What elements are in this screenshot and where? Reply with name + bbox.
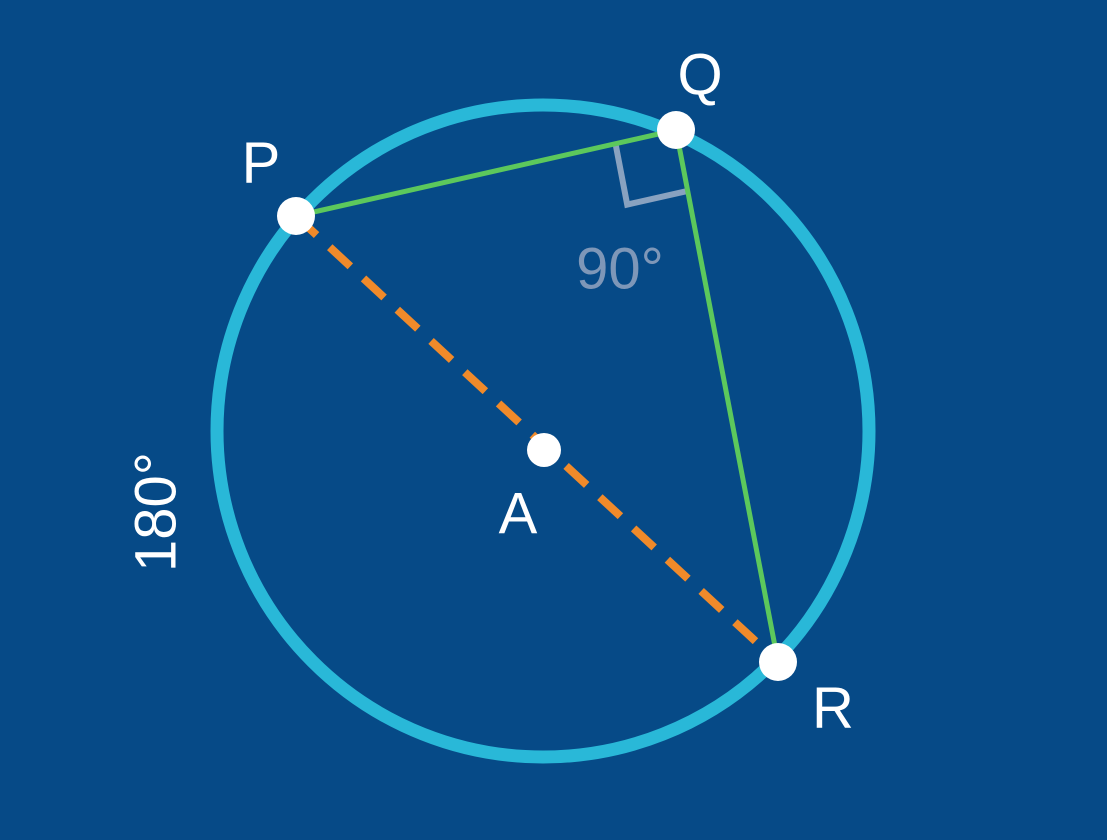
vertex-label-r: R [812, 675, 854, 740]
point-p [277, 197, 315, 235]
vertex-label-p: P [242, 130, 281, 195]
right-angle-marker-icon [612, 143, 689, 209]
point-a-center [527, 433, 561, 467]
vertex-label-q: Q [677, 42, 722, 107]
inscribed-angle-label: 90° [576, 236, 664, 301]
chord-segment-qr [673, 127, 781, 665]
point-r [759, 643, 797, 681]
point-q [657, 111, 695, 149]
circle-outline [210, 98, 876, 764]
central-angle-label: 180° [123, 452, 188, 572]
vertex-label-a: A [499, 481, 538, 546]
chord-segment-pq [293, 127, 679, 219]
